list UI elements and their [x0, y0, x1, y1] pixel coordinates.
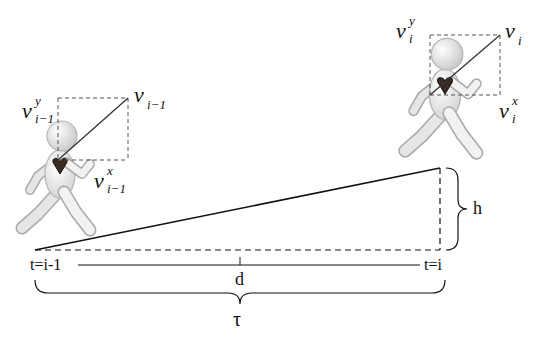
subscript: i−1	[107, 182, 126, 195]
subscript: i−1	[147, 98, 166, 111]
height-brace	[446, 168, 467, 250]
dimension-label: τ	[233, 309, 241, 329]
variable-symbol: v	[505, 20, 515, 42]
time-label: t=i-1	[30, 257, 61, 273]
velocity-decomposition	[58, 98, 128, 160]
velocity-decomposition	[430, 35, 500, 95]
superscript: x	[512, 94, 518, 107]
subscript: i	[518, 34, 522, 47]
walking-figure	[22, 121, 90, 230]
superscript: y	[409, 14, 415, 27]
superscript: x	[107, 164, 113, 177]
distance-scale	[78, 257, 420, 265]
slope-triangle	[35, 168, 440, 250]
superscript: y	[35, 94, 41, 107]
variable-symbol: v	[22, 100, 32, 122]
variable-symbol: v	[94, 170, 104, 192]
subscript: i−1	[35, 112, 54, 125]
variable-symbol: v	[134, 84, 144, 106]
subscript: i	[409, 32, 413, 45]
dimension-label: h	[473, 199, 482, 217]
dimension-label: d	[235, 270, 244, 288]
subscript: i	[512, 112, 516, 125]
time-label: t=i	[424, 257, 442, 273]
walking-figure	[405, 38, 476, 152]
variable-symbol: v	[396, 20, 406, 42]
variable-symbol: v	[499, 100, 509, 122]
